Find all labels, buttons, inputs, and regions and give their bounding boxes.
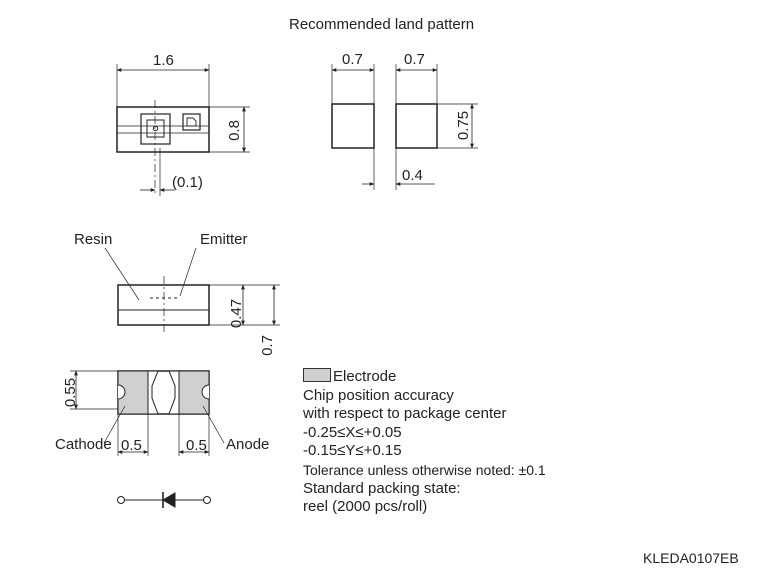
diode-symbol	[117, 492, 211, 508]
label-cathode: Cathode	[55, 436, 112, 453]
dim-package-length: 1.6	[153, 52, 174, 69]
dim-offset: (0.1)	[172, 174, 203, 191]
dim-electrode-right: 0.5	[186, 437, 207, 454]
dim-total-height: 0.7	[258, 335, 276, 356]
notes-block: Electrode Chip position accuracy with re…	[303, 368, 546, 517]
label-anode: Anode	[226, 436, 270, 453]
dim-land-width-left: 0.7	[342, 51, 363, 68]
label-resin: Resin	[74, 231, 113, 248]
electrode-swatch	[303, 368, 331, 382]
dim-package-width: 0.8	[225, 120, 243, 141]
land-pattern	[331, 64, 478, 190]
dim-electrode-left: 0.5	[121, 437, 142, 454]
bottom-view	[70, 370, 225, 456]
note-packing-1: Standard packing state:	[303, 479, 461, 497]
dim-electrode-height: 0.55	[62, 377, 80, 408]
note-packing-2: reel (2000 pcs/roll)	[303, 498, 428, 516]
dim-land-gap: 0.4	[402, 167, 423, 184]
note-accuracy-2: with respect to package center	[303, 405, 507, 423]
note-y-range: -0.15≤Y≤+0.15	[303, 442, 402, 460]
label-emitter: Emitter	[200, 231, 248, 248]
note-x-range: -0.25≤X≤+0.05	[303, 423, 402, 441]
dim-land-width-right: 0.7	[404, 51, 425, 68]
top-view	[116, 64, 250, 196]
note-accuracy-1: Chip position accuracy	[303, 386, 454, 404]
note-tolerance: Tolerance unless otherwise noted: ±0.1	[303, 461, 546, 478]
land-pattern-title: Recommended land pattern	[289, 16, 475, 33]
electrode-legend-label: Electrode	[333, 368, 397, 385]
part-code: KLEDA0107EB	[643, 550, 739, 566]
dim-resin-height: 0.47	[228, 298, 246, 329]
dim-land-height: 0.75	[455, 110, 473, 141]
side-view	[104, 247, 280, 334]
electrode-legend: Electrode	[303, 368, 546, 387]
